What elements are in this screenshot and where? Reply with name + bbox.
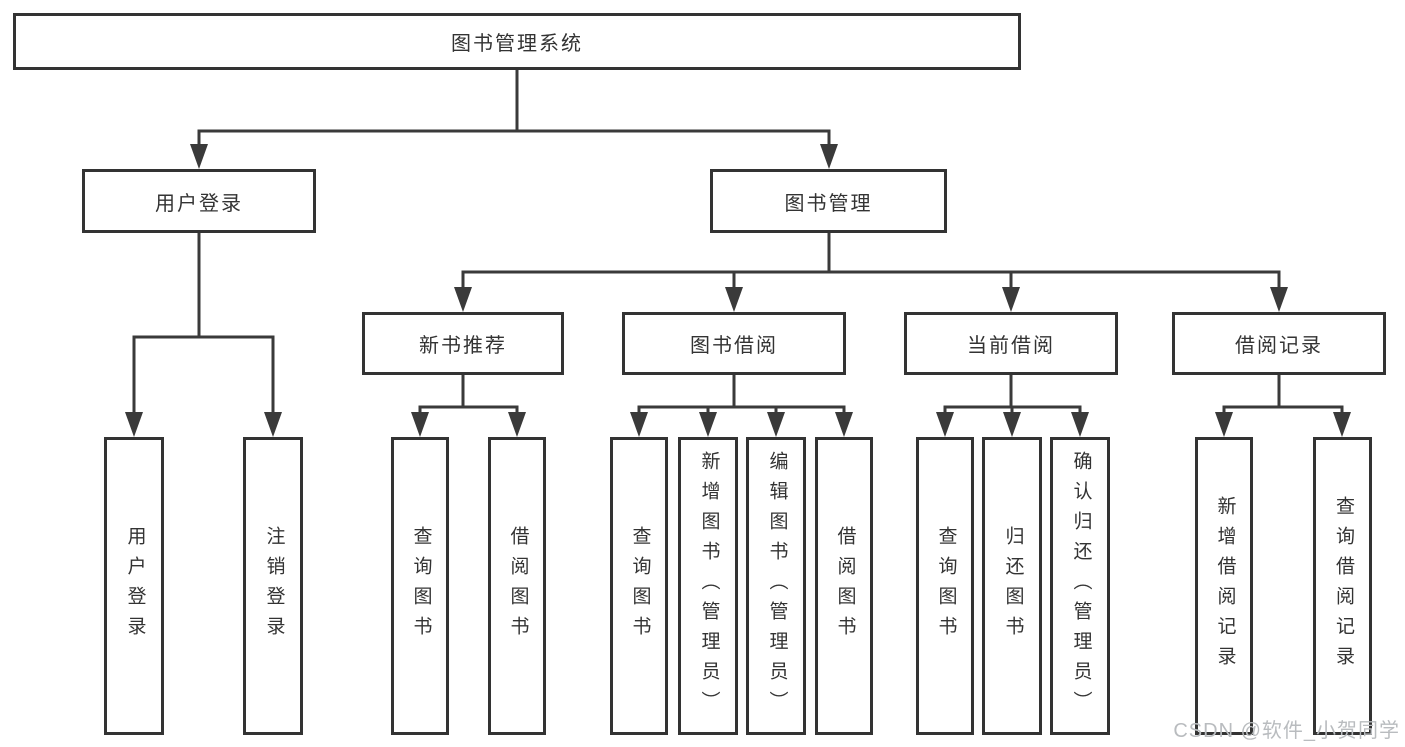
- arrowhead: [725, 287, 743, 312]
- leaf-query-books-recommend: 查询图书: [391, 437, 449, 735]
- node-book-management: 图书管理: [710, 169, 947, 233]
- leaf-logout: 注销登录: [243, 437, 303, 735]
- watermark: CSDN @软件_小贺同学: [1173, 720, 1400, 742]
- arrowhead: [264, 412, 282, 437]
- arrowhead: [630, 412, 648, 437]
- arrowhead: [936, 412, 954, 437]
- arrowhead: [508, 412, 526, 437]
- node-book-borrow: 图书借阅: [622, 312, 846, 375]
- leaf-borrow-books: 借阅图书: [815, 437, 873, 735]
- node-library-management-system: 图书管理系统: [13, 13, 1021, 70]
- node-new-book-recommend: 新书推荐: [362, 312, 564, 375]
- node-label: 用户登录: [155, 192, 243, 215]
- arrowhead: [125, 412, 143, 437]
- node-label: 新书推荐: [419, 335, 507, 357]
- node-label: 注销登录: [263, 526, 285, 646]
- node-current-borrow: 当前借阅: [904, 312, 1118, 375]
- leaf-user-login: 用户登录: [104, 437, 164, 735]
- connector-user-login-branch: [132, 231, 275, 432]
- node-label: 归还图书: [1002, 526, 1024, 646]
- node-label: 新增借阅记录: [1214, 496, 1236, 676]
- leaf-query-books-current: 查询图书: [916, 437, 974, 735]
- leaf-add-borrow-record: 新增借阅记录: [1195, 437, 1253, 735]
- arrowhead: [1003, 412, 1021, 437]
- node-borrow-records: 借阅记录: [1172, 312, 1386, 375]
- node-label: 借阅记录: [1235, 335, 1323, 357]
- arrowhead: [835, 412, 853, 437]
- node-label: 用户登录: [124, 526, 146, 646]
- node-label: 查询图书: [629, 526, 651, 646]
- connector-paths: [132, 68, 1344, 432]
- node-label: 图书管理: [784, 192, 873, 215]
- node-label: 查询图书: [410, 526, 432, 646]
- connector-book-management-to-level2: [461, 231, 1281, 308]
- arrowhead: [820, 144, 838, 169]
- node-user-login: 用户登录: [82, 169, 316, 233]
- arrowhead: [1270, 287, 1288, 312]
- node-label: 图书管理系统: [451, 33, 583, 55]
- node-label: 借阅图书: [507, 526, 529, 646]
- node-label: 借阅图书: [834, 526, 856, 646]
- leaf-confirm-return-admin: 确认归还（管理员）: [1050, 437, 1110, 735]
- leaf-query-books-borrow: 查询图书: [610, 437, 668, 735]
- arrowhead: [190, 144, 208, 169]
- leaf-query-borrow-record: 查询借阅记录: [1313, 437, 1372, 735]
- connector-new-book-recommend-branch: [418, 373, 519, 432]
- leaf-borrow-books-recommend: 借阅图书: [488, 437, 546, 735]
- node-label: 图书借阅: [690, 335, 778, 357]
- arrowhead: [699, 412, 717, 437]
- node-label: 新增图书（管理员）: [698, 451, 720, 721]
- node-label: 当前借阅: [967, 335, 1055, 357]
- node-label: 查询借阅记录: [1332, 496, 1354, 676]
- leaf-add-book-admin: 新增图书（管理员）: [678, 437, 738, 735]
- arrowhead: [411, 412, 429, 437]
- arrowhead: [1333, 412, 1351, 437]
- node-label: 查询图书: [935, 526, 957, 646]
- arrowhead: [1071, 412, 1089, 437]
- arrowhead: [1002, 287, 1020, 312]
- arrowhead: [767, 412, 785, 437]
- leaf-return-books: 归还图书: [982, 437, 1042, 735]
- connector-book-borrow-branch: [637, 373, 846, 432]
- leaf-edit-book-admin: 编辑图书（管理员）: [746, 437, 806, 735]
- node-label: 编辑图书（管理员）: [766, 451, 788, 721]
- connector-borrow-records-branch: [1222, 373, 1344, 432]
- arrowhead: [454, 287, 472, 312]
- connector-root-to-level1: [197, 68, 831, 164]
- arrowhead: [1215, 412, 1233, 437]
- arrowheads: [125, 144, 1351, 437]
- node-label: 确认归还（管理员）: [1070, 451, 1092, 721]
